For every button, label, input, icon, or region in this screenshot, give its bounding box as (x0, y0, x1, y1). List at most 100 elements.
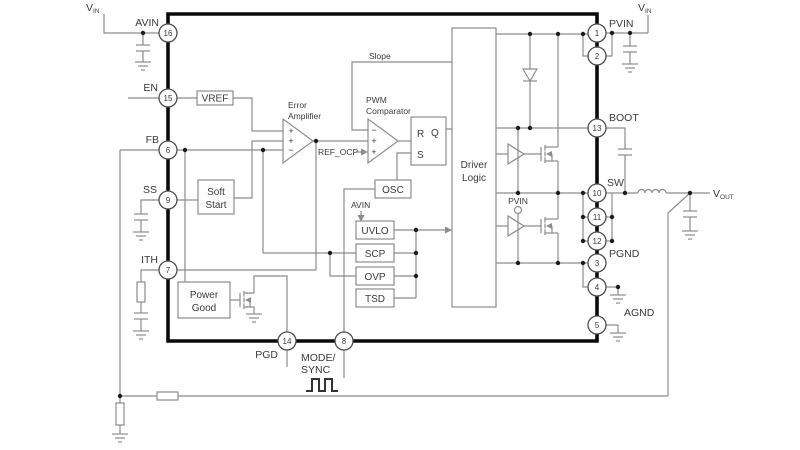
high-side-driver-icon (507, 142, 541, 166)
pin-label-pgnd: PGND (609, 248, 640, 260)
ith-resistor (136, 281, 146, 303)
junction-dots (117, 30, 693, 399)
block-power-good: Power Good (177, 281, 231, 319)
vref-label: VREF (202, 94, 229, 105)
pin-label-avin: AVIN (135, 17, 159, 29)
svg-text:5: 5 (595, 321, 600, 330)
pin-13: 13 (587, 118, 607, 138)
pin-label-en: EN (143, 82, 158, 94)
feedback-bottom-resistor (115, 402, 125, 426)
svg-text:Start: Start (205, 200, 226, 211)
svg-text:Comparator: Comparator (366, 106, 411, 116)
avin-arrow (357, 215, 365, 222)
svg-text:UVLO: UVLO (361, 226, 388, 237)
svg-text:TSD: TSD (365, 294, 385, 305)
pin-11: 11 (587, 207, 607, 227)
pin-5: 5 (587, 315, 607, 335)
block-rs-latch: R Q S (410, 116, 447, 166)
svg-text:1: 1 (595, 29, 600, 38)
low-side-driver-icon (507, 205, 541, 238)
block-soft-start: Soft Start (197, 179, 235, 215)
svg-text:Soft: Soft (207, 187, 225, 198)
avin-internal-label: AVIN (351, 200, 370, 210)
svg-text:11: 11 (593, 213, 602, 222)
square-wave-icon (306, 378, 338, 392)
pgd-mosfet-icon (239, 275, 288, 332)
pin-15: 15 (158, 88, 178, 108)
external-wires (103, 14, 710, 434)
svg-text:6: 6 (166, 146, 171, 155)
svg-text:4: 4 (595, 283, 600, 292)
ic-pins: 16 15 6 9 7 14 8 1 2 13 10 11 12 3 4 5 (158, 23, 607, 351)
svg-text:−: − (371, 125, 376, 135)
block-scp: SCP (355, 243, 395, 263)
latch-r-label: R (417, 129, 424, 140)
slope-label: Slope (369, 51, 391, 61)
pin-label-sync: SYNC (301, 364, 331, 376)
pin-12: 12 (587, 231, 607, 251)
svg-text:OVP: OVP (364, 272, 385, 283)
inductor-icon (637, 188, 667, 194)
pin-label-mode: MODE/ (301, 352, 336, 364)
ref-ocp-label: REF_OCP (318, 147, 358, 157)
ref-ocp-arrow (361, 148, 368, 156)
pin-label-pgd: PGD (255, 349, 278, 361)
pin-label-agnd: AGND (624, 307, 655, 319)
vin-right-label: VIN (638, 2, 652, 15)
svg-text:Error: Error (288, 100, 307, 110)
svg-text:+: + (371, 147, 376, 157)
pin-1: 1 (587, 23, 607, 43)
svg-text:+: + (288, 126, 293, 136)
pin-10: 10 (587, 183, 607, 203)
block-uvlo: UVLO (355, 220, 395, 240)
svg-text:15: 15 (164, 94, 173, 103)
vout-label: VOUT (713, 188, 734, 201)
svg-text:7: 7 (166, 266, 171, 275)
pin-7: 7 (158, 260, 178, 280)
svg-text:13: 13 (593, 124, 602, 133)
ic-outline (166, 12, 599, 343)
svg-text:Logic: Logic (462, 173, 486, 184)
svg-text:16: 16 (164, 29, 173, 38)
svg-text:OSC: OSC (382, 185, 404, 196)
block-osc: OSC (374, 179, 412, 199)
internal-wires (177, 33, 588, 332)
block-tsd: TSD (355, 288, 395, 308)
svg-text:2: 2 (595, 52, 600, 61)
svg-text:+: + (371, 136, 376, 146)
pin-4: 4 (587, 277, 607, 297)
pin-label-ss: SS (143, 184, 157, 196)
low-side-mosfet-icon (540, 193, 559, 263)
svg-text:+: + (288, 136, 293, 146)
pin-label-sw: SW (607, 177, 624, 189)
svg-text:Amplifier: Amplifier (288, 111, 321, 121)
pin-label-pvin: PVIN (609, 18, 634, 30)
block-ovp: OVP (355, 266, 395, 286)
block-vref: VREF (196, 90, 234, 106)
svg-text:9: 9 (166, 196, 171, 205)
pin-9: 9 (158, 190, 178, 210)
pvin-supply-terminal (513, 205, 523, 215)
pin-14: 14 (277, 331, 297, 351)
block-driver-logic: Driver Logic (451, 27, 497, 308)
feedback-top-resistor (156, 391, 179, 401)
pin-16: 16 (158, 23, 178, 43)
svg-text:10: 10 (593, 189, 602, 198)
pin-6: 6 (158, 140, 178, 160)
svg-text:Good: Good (192, 303, 216, 314)
svg-text:14: 14 (283, 337, 292, 346)
pin-label-fb: FB (146, 134, 159, 146)
fault-bus-arrow (445, 226, 452, 234)
high-side-mosfet-icon (540, 34, 559, 193)
latch-q-label: Q (431, 128, 439, 139)
latch-s-label: S (417, 150, 424, 161)
svg-text:Power: Power (190, 290, 219, 301)
svg-text:12: 12 (593, 237, 602, 246)
svg-text:Driver: Driver (461, 160, 488, 171)
pin-label-ith: ITH (141, 254, 158, 266)
pvin-internal-label: PVIN (508, 196, 528, 206)
pwm-comparator: PWM Comparator − + + (366, 95, 411, 165)
